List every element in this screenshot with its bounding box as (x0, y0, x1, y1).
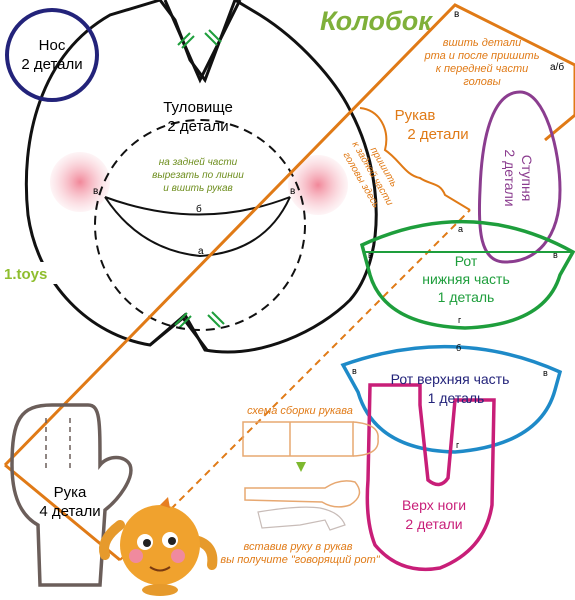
sleeve-opening-circle (94, 119, 306, 331)
mark-b: б (196, 203, 202, 215)
nose-label: Нос (39, 37, 66, 54)
leg-top-label: Верх ноги (402, 497, 466, 513)
body-top-dart (163, 0, 242, 84)
mouth-lower-mark-v-left: в (368, 250, 373, 260)
mouth-upper-count: 1 деталь (428, 390, 485, 406)
sleeve-fold-line (119, 209, 471, 561)
mouth-lower-mark-g: г (458, 315, 462, 325)
foot-mark-a: а (458, 224, 463, 234)
kolobok-character-icon (99, 497, 218, 596)
mouth-upper-outline (340, 344, 563, 454)
mark-v-right: в (290, 186, 295, 197)
mouth-lower-outline (359, 219, 575, 330)
foot-outline (477, 90, 562, 264)
arm-label: Рука (54, 484, 87, 501)
mouth-upper-mark-v-left: в (352, 366, 357, 376)
title-text: Колобок (320, 6, 433, 36)
scheme-title: схема сборки рукава (247, 405, 353, 417)
body-note-line: вырезать по линии (152, 170, 244, 181)
sleeve-label: Рукав (395, 107, 436, 124)
sleeve-note: пришить к задней части головы здесь (341, 140, 400, 210)
mouth-line-b (104, 196, 291, 216)
body-note: на задней части вырезать по линии и вшит… (152, 157, 244, 194)
brand-box (2, 262, 60, 284)
scheme-sleeve-rolled (244, 480, 361, 508)
mouth-lower-sub: нижняя часть (422, 271, 510, 287)
arm-outline (10, 403, 133, 587)
body-count: 2 детали (167, 118, 228, 135)
notch-marks (174, 29, 225, 329)
mouth-upper-mark-b: б (456, 343, 461, 353)
sleeve-count: 2 детали (407, 126, 468, 143)
mouth-lower-count: 1 деталь (438, 289, 495, 305)
sleeve-mark-ab: а/б (550, 61, 564, 73)
body-note-line: на задней части (159, 157, 238, 168)
mark-a: а (198, 246, 204, 257)
nose-count: 2 детали (21, 56, 82, 73)
foot-label: Ступня (519, 155, 535, 202)
brand-logo: 1.toys (4, 266, 47, 283)
sleeve-top-note-line: вшить детали (443, 37, 521, 49)
mouth-upper-label: Рот верхняя часть (391, 371, 510, 387)
mouth-lower-mark-v-right: в (553, 250, 558, 260)
scheme-arrow-icon (296, 462, 306, 472)
left-cheek (50, 152, 110, 212)
foot-text: Ступня 2 детали (502, 149, 535, 206)
scheme-caption-2: вы получите "говорящий рот" (220, 554, 380, 566)
sleeve-top-note: вшить детали рта и после пришить к перед… (423, 37, 539, 88)
nose-circle (5, 8, 99, 102)
mouth-lower-label: Рот (455, 253, 478, 269)
body-label: Туловище (163, 99, 233, 116)
mouth-line-a (104, 196, 291, 258)
body-note-line: и вшить рукав (163, 183, 233, 194)
sleeve-top-note-line: головы (463, 76, 500, 88)
arm-finger-lines (45, 418, 71, 470)
scheme-hand-icon (257, 506, 346, 531)
leg-top-count: 2 детали (405, 516, 462, 532)
scheme-caption-1: вставив руку в рукав (244, 541, 353, 553)
mouth-upper-mark-v-right: в (543, 368, 548, 378)
foot-count: 2 детали (502, 149, 518, 206)
sleeve-outline (3, 3, 575, 467)
sleeve-top-note-line: к передней части (436, 63, 529, 75)
sleeve-top-note-line: рта и после пришить (423, 50, 539, 62)
sleeve-mark-v: в (454, 9, 459, 20)
sleeve-cut-edge (359, 107, 471, 211)
mark-v-left: в (93, 186, 98, 197)
mouth-upper-mark-g: г (456, 440, 460, 450)
body-outline (24, 0, 378, 354)
leg-top-outline (365, 383, 496, 572)
arm-count: 4 детали (39, 503, 100, 520)
scheme-sleeve-flat (242, 421, 379, 457)
